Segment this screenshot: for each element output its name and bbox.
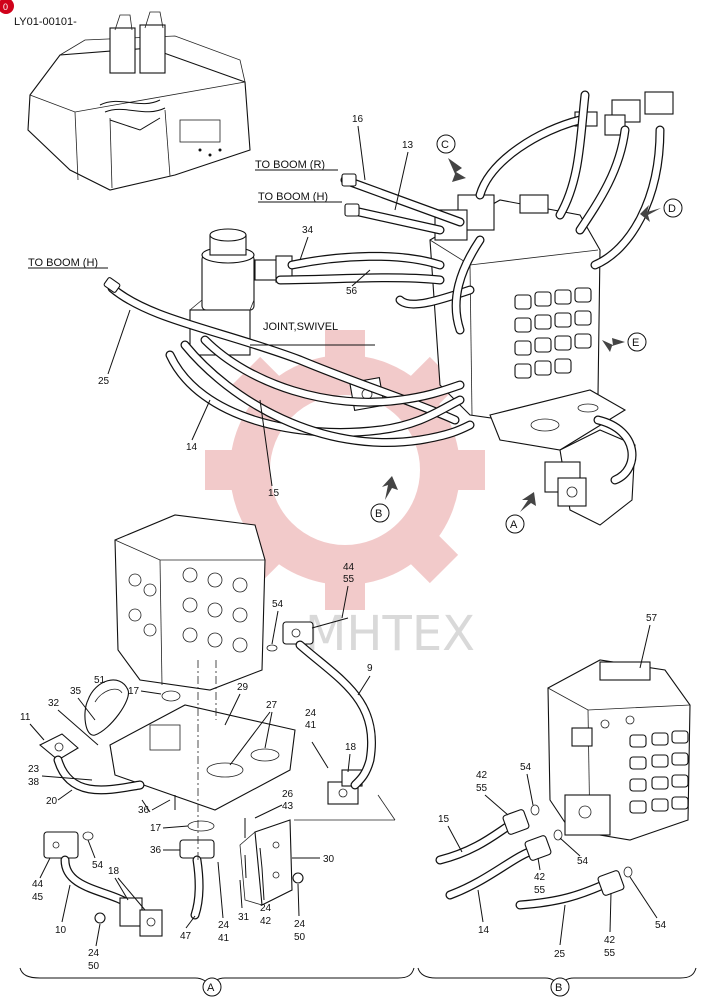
section-b-callouts: 57 42 55 54 15 42 55 54 14 25 42 55 54	[438, 613, 667, 960]
valve-spools	[514, 287, 592, 379]
callout: 55	[534, 885, 546, 896]
view-marker-e: E	[632, 337, 639, 349]
callout: 57	[646, 613, 658, 624]
callout: 18	[345, 742, 357, 753]
callout: 51	[94, 675, 106, 686]
callout: 42	[260, 916, 272, 927]
callout: 17	[150, 823, 162, 834]
label-to-boom-h-upper: TO BOOM (H)	[258, 191, 328, 203]
callout: 55	[343, 574, 355, 585]
callout: 41	[305, 720, 317, 731]
main-assembly	[103, 90, 674, 526]
callout: 16	[352, 114, 364, 125]
callout: 43	[282, 801, 294, 812]
callout: 42	[476, 770, 488, 781]
callout: 15	[438, 814, 450, 825]
callout: 54	[272, 599, 284, 610]
callout: 50	[294, 932, 306, 943]
callout: 24	[88, 948, 100, 959]
callout: 27	[266, 700, 278, 711]
callout: 54	[520, 762, 532, 773]
callout: 45	[32, 892, 44, 903]
hoses-top	[107, 90, 665, 485]
callout: 29	[237, 682, 249, 693]
section-a-callouts: 54 44 55 9 24 41 18 17 29 27 51 35 32 11…	[20, 562, 373, 972]
view-marker-c: C	[441, 139, 449, 151]
callout: 54	[577, 856, 589, 867]
callout: 36	[138, 805, 150, 816]
page-badge: 0	[0, 0, 14, 14]
callout: 20	[46, 796, 58, 807]
label-joint-swivel: JOINT,SWIVEL	[263, 321, 338, 333]
section-brackets: A B	[19, 967, 697, 997]
callout: 32	[48, 698, 60, 709]
callout: 15	[268, 488, 280, 499]
callout: 24	[218, 920, 230, 931]
diagram-code: LY01-00101-	[14, 16, 77, 28]
callout: 26	[282, 789, 294, 800]
callout: 31	[238, 912, 250, 923]
section-a-exploded	[39, 514, 396, 937]
label-to-boom-r: TO BOOM (R)	[255, 159, 325, 171]
callout: 44	[32, 879, 44, 890]
view-marker-a: A	[510, 519, 518, 531]
callout: 42	[534, 872, 546, 883]
callout: 34	[302, 225, 314, 236]
callout: 44	[343, 562, 355, 573]
view-marker-d: D	[668, 203, 676, 215]
callout: 11	[20, 712, 31, 723]
callout: 25	[554, 949, 566, 960]
callout: 25	[98, 376, 110, 387]
callout: 14	[478, 925, 490, 936]
callout: 41	[218, 933, 230, 944]
callout: 9	[367, 663, 373, 674]
callout: 24	[260, 903, 272, 914]
section-label-b: B	[555, 982, 562, 994]
callout: 24	[305, 708, 317, 719]
callout: 17	[128, 686, 140, 697]
callout: 55	[604, 948, 616, 959]
section-label-a: A	[207, 982, 215, 994]
view-marker-b: B	[375, 508, 382, 520]
watermark-text: MHTEX	[305, 606, 475, 662]
callout: 30	[323, 854, 335, 865]
callout: 47	[180, 931, 192, 942]
callout: 38	[28, 777, 40, 788]
callout: 35	[70, 686, 82, 697]
machine-thumbnail	[27, 11, 251, 191]
callout: 54	[655, 920, 667, 931]
callout: 56	[346, 286, 358, 297]
top-callouts: 16 13 34 56 25 14 15	[98, 114, 414, 499]
callout: 14	[186, 442, 198, 453]
page-badge-text: 0	[3, 2, 8, 12]
callout: 54	[92, 860, 104, 871]
callout: 36	[150, 845, 162, 856]
callout: 23	[28, 764, 40, 775]
view-markers: C D E B A	[370, 134, 683, 534]
callout: 13	[402, 140, 414, 151]
callout: 42	[604, 935, 616, 946]
callout: 50	[88, 961, 100, 972]
section-b-view	[435, 659, 691, 910]
callout: 24	[294, 919, 306, 930]
label-to-boom-h-left: TO BOOM (H)	[28, 257, 98, 269]
callout: 18	[108, 866, 120, 877]
callout: 55	[476, 783, 488, 794]
callout: 10	[55, 925, 67, 936]
